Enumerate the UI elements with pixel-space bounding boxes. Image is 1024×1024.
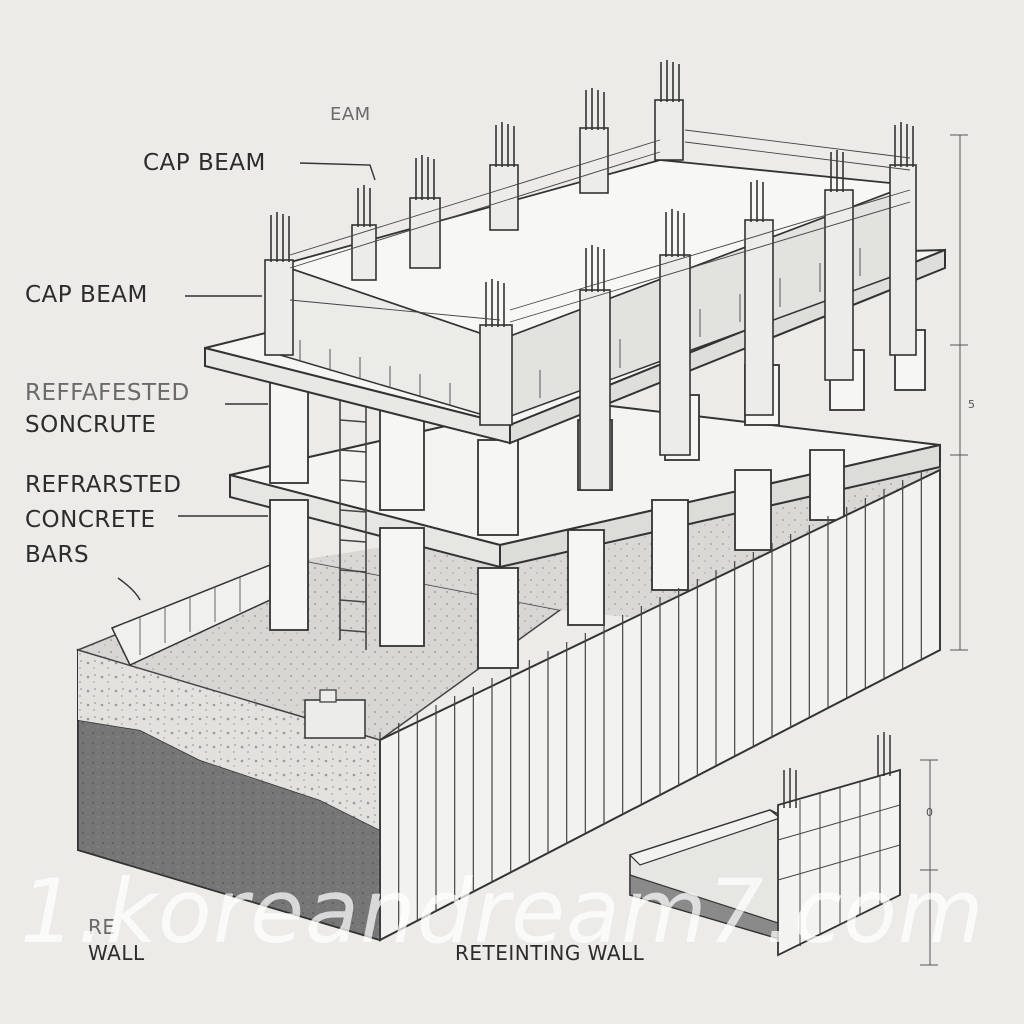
dimension-lines (920, 134, 968, 966)
label-cap-beam-left: CAP BEAM (25, 282, 148, 308)
lower-columns (269, 449, 845, 669)
leader-lines (117, 162, 376, 601)
dimension-main-value: 5 (968, 398, 975, 411)
label-refrafested-line2: SONCRUTE (25, 412, 157, 438)
label-retaining-wall: RETEINTING WALL (455, 941, 645, 965)
utility-box (304, 689, 366, 739)
label-cap-beam-upper: CAP BEAM (143, 150, 266, 176)
label-refrarsted-line2: CONCRETE (25, 507, 156, 533)
label-refrarsted-line3: BARS (25, 542, 90, 568)
ladder (339, 400, 367, 650)
label-wall-left-faint: RE (88, 915, 116, 939)
dimension-small-value: 0 (926, 806, 933, 819)
watermark: 1.koreandream7.com (20, 860, 985, 963)
label-refrafested-line1: REFFAFESTED (25, 380, 190, 406)
label-wall-left: WALL (88, 941, 145, 965)
detail-inset (628, 732, 901, 957)
label-refrarsted-line1: REFRARSTED (25, 472, 182, 498)
label-top-faint: EAM (330, 104, 371, 125)
left-retaining-wall (110, 563, 271, 666)
sheet-pile-wall (379, 462, 941, 942)
rebar-mesh (289, 129, 911, 323)
